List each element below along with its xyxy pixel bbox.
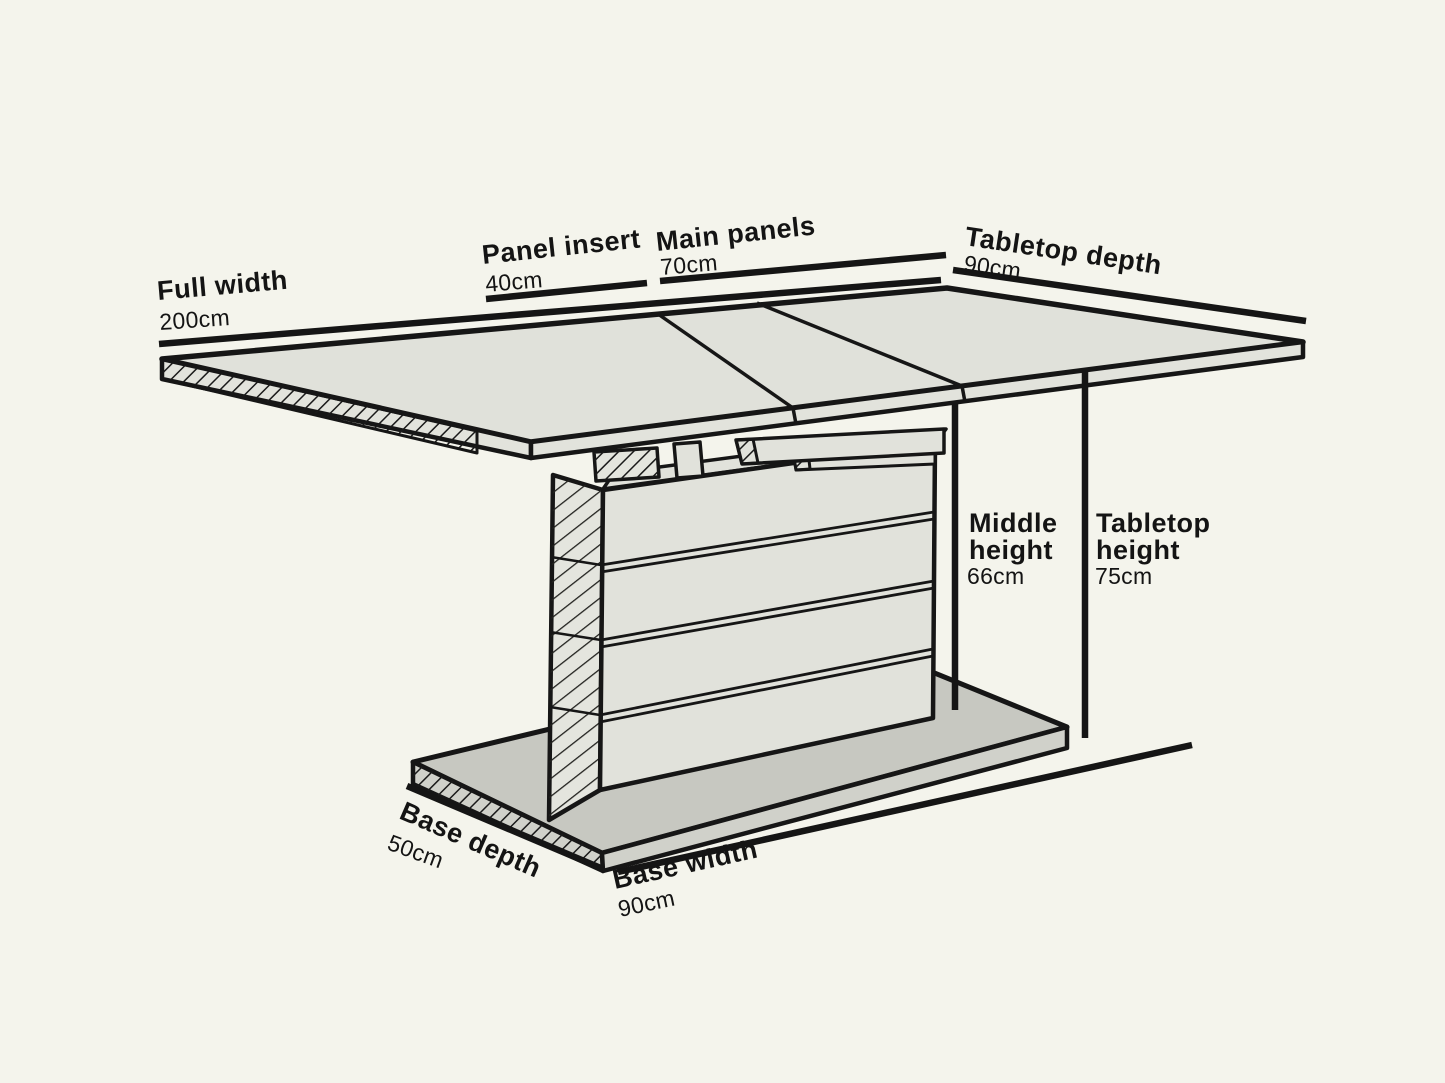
full-width-label: Full width [156, 265, 289, 306]
full-width-dimension-line [158, 276, 942, 348]
main-panels-value: 70cm [659, 249, 719, 280]
tabletop-seam-right [756, 301, 963, 388]
runner-rail-upper-cut-hatched [734, 437, 760, 466]
tabletop-height-value: 75cm [1095, 563, 1152, 589]
base-front-right-edge [599, 724, 1070, 874]
tabletop-seam-left [657, 312, 794, 410]
tabletop-edge-seam-tick-right [960, 385, 967, 403]
main-panels-dimension-line [659, 251, 947, 285]
runner-support-block [672, 440, 705, 480]
base-width-dimension-line [617, 741, 1193, 876]
base-front-left-edge-hatch-lines [413, 762, 603, 871]
middle-height-value: 66cm [967, 563, 1024, 589]
middle-height-label-line2: height [969, 535, 1053, 565]
pedestal-side-cut-hatch-lines [549, 475, 603, 820]
tabletop-edge-seam-tick-left [791, 407, 798, 425]
pedestal-column [546, 427, 948, 823]
pedestal-side-notch-2 [549, 630, 602, 642]
tabletop-height-label-line2: height [1096, 535, 1180, 565]
tabletop-front-right-edge [528, 339, 1306, 461]
runner-left-block-hatch-lines [594, 448, 659, 481]
tabletop [159, 285, 1306, 461]
middle-height-label-line1: Middle [969, 508, 1058, 538]
pedestal-slab-gaps [599, 510, 935, 724]
pedestal-side-notch-3 [549, 705, 601, 717]
main-panels-label: Main panels [654, 210, 816, 257]
tabletop-front-left-edge-hatched [160, 357, 479, 455]
pedestal-side-notch-1 [550, 555, 602, 567]
panel-insert-label: Panel insert [480, 224, 641, 270]
tabletop-height-label-line1: Tabletop [1096, 508, 1211, 538]
base-depth-dimension-line [405, 783, 605, 872]
dimension-lines [158, 251, 1307, 876]
extension-mechanism [592, 427, 946, 483]
full-width-value: 200cm [159, 304, 231, 335]
panel-insert-value: 40cm [484, 266, 544, 297]
tabletop-depth-dimension-line [952, 266, 1307, 325]
panel-insert-dimension-line [485, 279, 648, 303]
